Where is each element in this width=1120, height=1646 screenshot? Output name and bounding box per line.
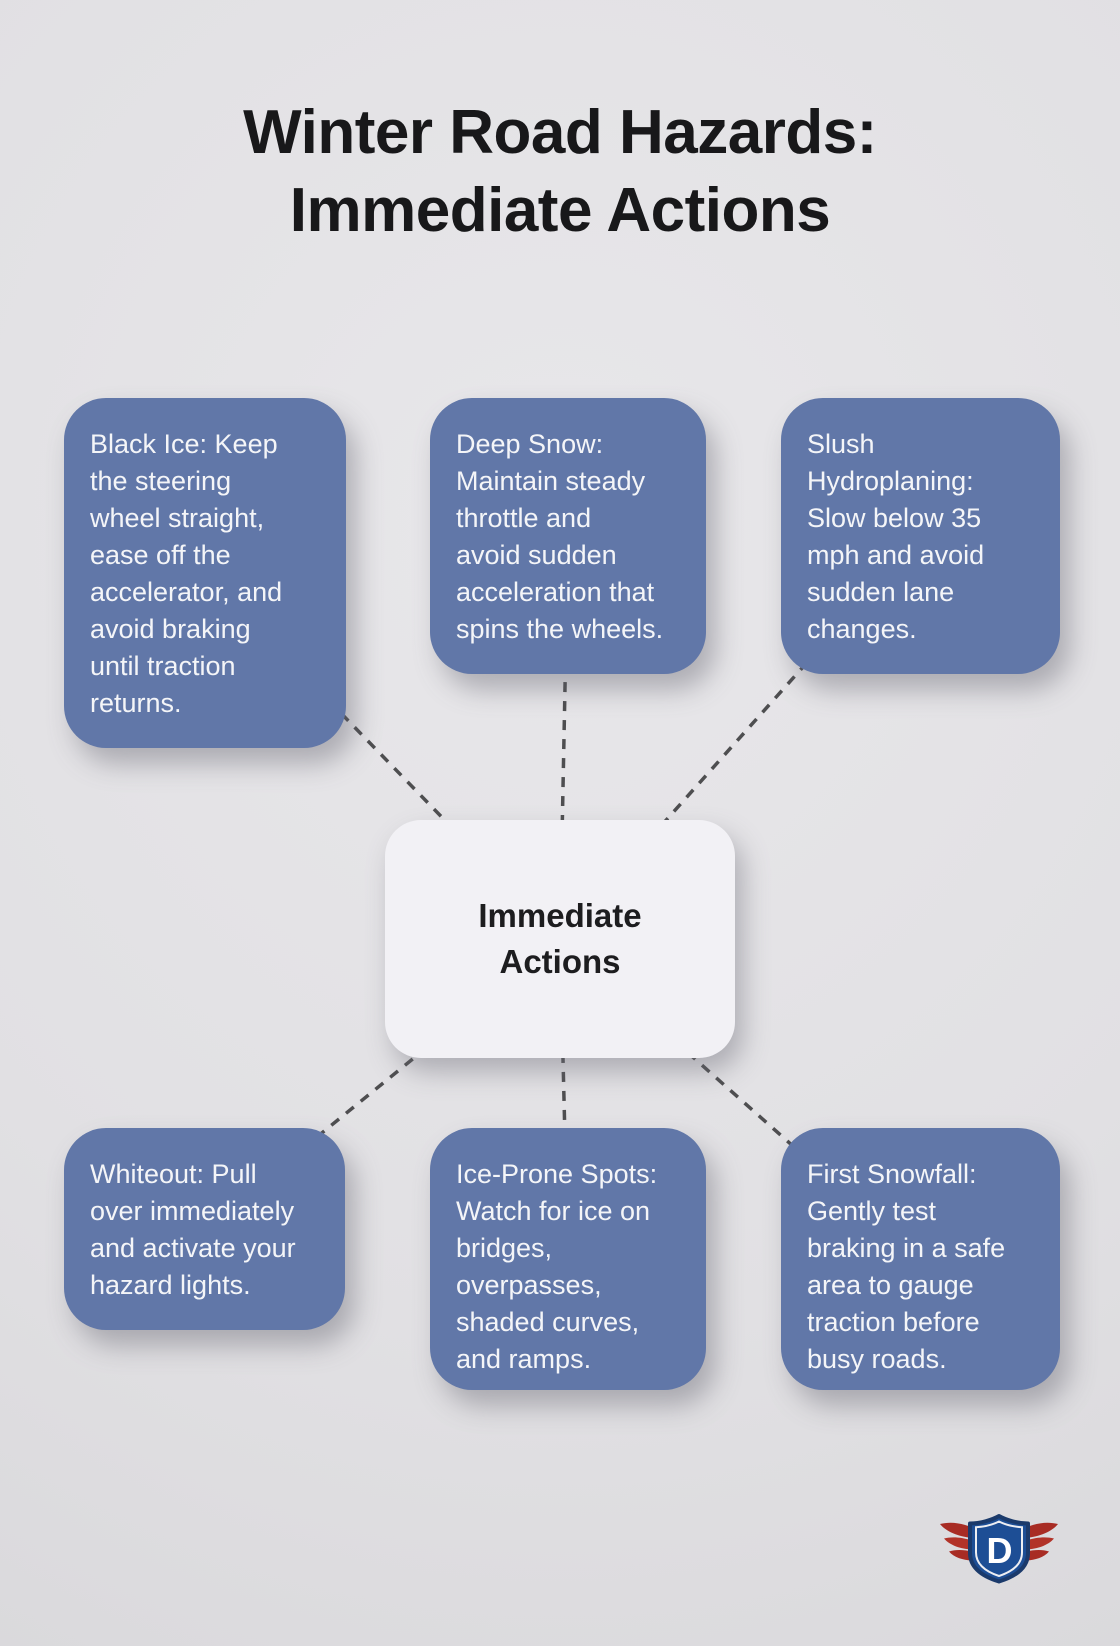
node-black-ice: Black Ice: Keep the steering wheel strai…: [64, 398, 346, 748]
node-slush-hydroplaning: Slush Hydroplaning: Slow below 35 mph an…: [781, 398, 1060, 674]
node-deep-snow: Deep Snow: Maintain steady throttle and …: [430, 398, 706, 674]
connector-slush: [558, 534, 922, 941]
node-first-snowfall: First Snowfall: Gently test braking in a…: [781, 1128, 1060, 1390]
brand-logo: D: [940, 1512, 1060, 1586]
shield-inner-outline: [975, 1520, 1023, 1578]
node-ice-prone-spots: Ice-Prone Spots: Watch for ice on bridge…: [430, 1128, 706, 1390]
center-topic-node: Immediate Actions: [385, 820, 735, 1058]
logo-letter: D: [987, 1530, 1013, 1571]
center-topic-label: Immediate Actions: [478, 897, 642, 980]
node-whiteout: Whiteout: Pull over immediately and acti…: [64, 1128, 345, 1330]
page-title: Winter Road Hazards: Immediate Actions: [243, 98, 877, 245]
shield-wings-logo-icon: D: [940, 1514, 1058, 1584]
shield-icon: [968, 1514, 1030, 1584]
wing-left-icon: [940, 1522, 973, 1561]
wing-right-icon: [1025, 1522, 1058, 1561]
